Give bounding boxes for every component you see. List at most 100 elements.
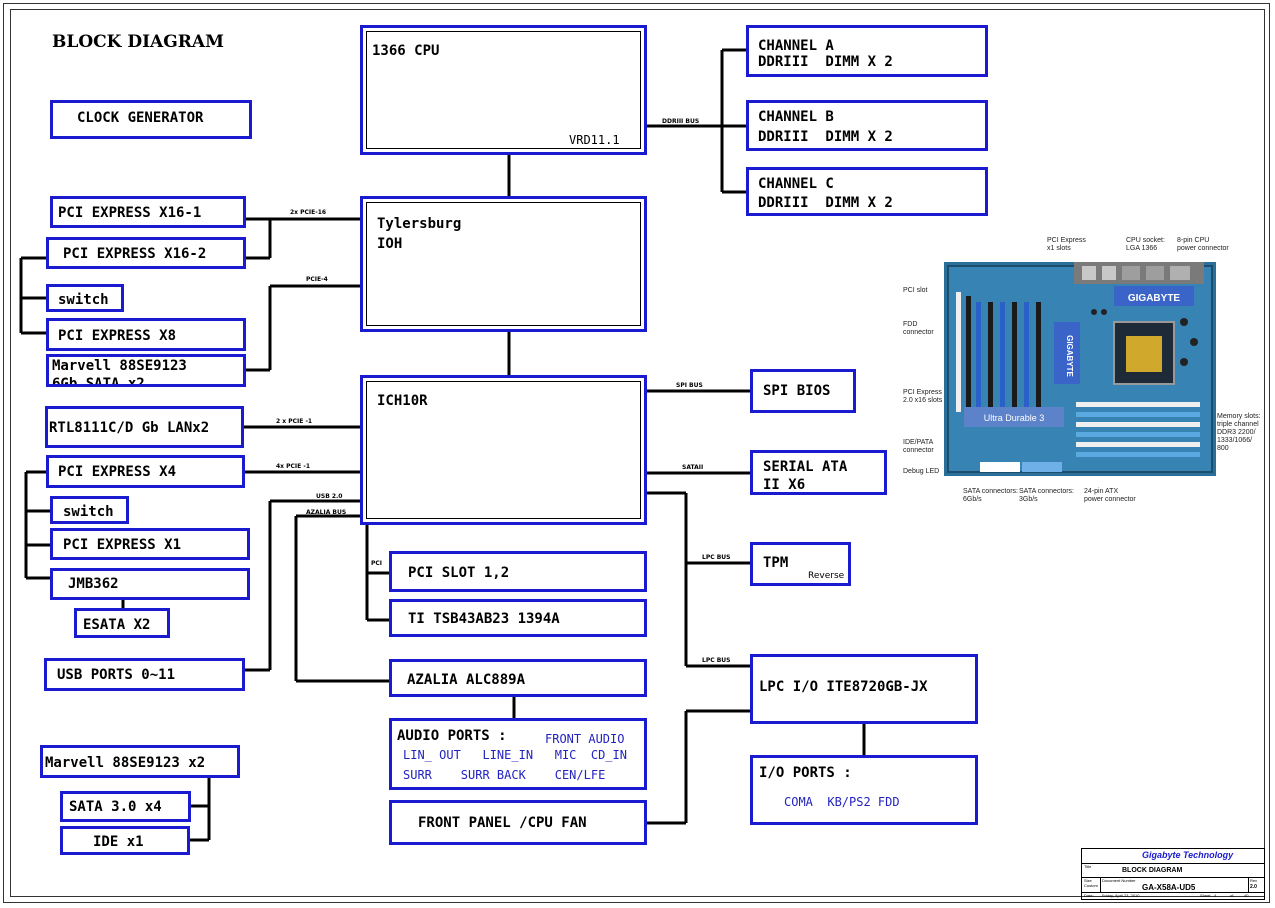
date-label: Date:	[1084, 893, 1094, 898]
bus-label-lpc-tpm: LPC BUS	[702, 554, 731, 561]
callout-memory: Memory slots: triple channel DDR3 2200/ …	[1217, 413, 1261, 452]
rtl-lan-label: RTL8111C/D Gb LANx2	[49, 420, 210, 436]
date-value: Friday, April 23, 2010	[1102, 893, 1140, 898]
marvell-sata-block: Marvell 88SE9123 6Gb SATA x2	[46, 354, 246, 387]
rev-value: 2.0	[1250, 884, 1257, 890]
lpc-io-label: LPC I/O ITE8720GB-JX	[759, 679, 928, 695]
channel-a-label: CHANNEL A	[758, 38, 834, 54]
ti-1394-block: TI TSB43AB23 1394A	[389, 599, 647, 637]
front-panel-label: FRONT PANEL /CPU FAN	[418, 815, 587, 831]
pci-slot-block: PCI SLOT 1,2	[389, 551, 647, 592]
tpm-block: TPM Reverse	[750, 542, 851, 586]
callout-ide-pata: IDE/PATA connector	[903, 439, 934, 454]
bus-label-lan: 2 x PCIE -1	[276, 418, 313, 425]
pcie-x4-label: PCI EXPRESS X4	[58, 464, 177, 480]
serial-ata-sub: II X6	[763, 477, 806, 493]
channel-a-block: CHANNEL A DDRIII DIMM X 2	[746, 25, 988, 77]
lpc-io-block: LPC I/O ITE8720GB-JX	[750, 654, 978, 724]
pcie-x16-2-label: PCI EXPRESS X16-2	[63, 246, 207, 262]
jmb362-block: JMB362	[50, 568, 250, 600]
pcie-x16-1-block: PCI EXPRESS X16-1	[50, 196, 246, 228]
tpm-reverse-label: Reverse	[808, 571, 845, 581]
switch-2-label: switch	[63, 504, 114, 520]
switch-1-label: switch	[58, 292, 109, 308]
sata30-block: SATA 3.0 x4	[60, 791, 191, 822]
callout-debug-led: Debug LED	[903, 468, 940, 475]
io-ports-block: I/O PORTS : COMA KB/PS2 FDD	[750, 755, 978, 825]
bus-label-usb: USB 2.0	[316, 493, 343, 500]
clock-generator-label: CLOCK GENERATOR	[77, 110, 204, 126]
serial-ata-block: SERIAL ATA II X6	[750, 450, 887, 495]
clock-generator-block: CLOCK GENERATOR	[50, 100, 252, 139]
marvell-x2-block: Marvell 88SE9123 x2	[40, 745, 240, 778]
usb-ports-block: USB PORTS 0~11	[44, 658, 245, 691]
ich10r-label: ICH10R	[377, 393, 428, 409]
pcie-x16-2-block: PCI EXPRESS X16-2	[46, 237, 246, 269]
usb-ports-label: USB PORTS 0~11	[57, 667, 176, 683]
bus-label-pcie4: PCIE-4	[306, 276, 328, 283]
pcie-x4-block: PCI EXPRESS X4	[46, 455, 245, 488]
bus-label-pci: PCI	[371, 560, 383, 567]
sheet-value: 4	[1214, 893, 1217, 898]
callout-cpu-power: 8-pin CPU power connector	[1177, 237, 1229, 252]
docnum-label: Document Number	[1102, 878, 1136, 883]
vrd-label: VRD11.1	[569, 133, 620, 147]
audio-front-label: FRONT AUDIO	[545, 732, 625, 746]
channel-b-dimm: DDRIII DIMM X 2	[758, 129, 893, 145]
callout-pcie-x1: PCI Express x1 slots	[1047, 237, 1086, 252]
esata-label: ESATA X2	[83, 617, 151, 633]
audio-row2-label: LIN_ OUT LINE_IN MIC CD_IN	[403, 748, 627, 762]
audio-ports-title: AUDIO PORTS :	[397, 728, 507, 744]
audio-ports-block: AUDIO PORTS : FRONT AUDIO LIN_ OUT LINE_…	[389, 718, 647, 790]
ioh-block: Tylersburg IOH	[360, 196, 647, 332]
azalia-label: AZALIA ALC889A	[407, 672, 526, 688]
marvell-sata-sub: 6Gb SATA x2	[52, 376, 145, 387]
company-name: Gigabyte Technology	[1142, 850, 1234, 860]
io-ports-items: COMA KB/PS2 FDD	[784, 795, 900, 809]
channel-c-label: CHANNEL C	[758, 176, 834, 192]
cpu-block: 1366 CPU VRD11.1	[360, 25, 647, 155]
serial-ata-label: SERIAL ATA	[763, 459, 848, 475]
bus-label-lpc-io: LPC BUS	[702, 657, 731, 664]
ioh-label: Tylersburg	[377, 216, 462, 232]
callout-sata3: SATA connectors: 3Gb/s	[1019, 488, 1074, 503]
sata30-label: SATA 3.0 x4	[69, 799, 162, 815]
bus-label-azalia: AZALIA BUS	[306, 509, 347, 516]
bus-label-sataii: SATAII	[682, 464, 704, 471]
callout-pcie-x16: PCI Express 2.0 x16 slots	[903, 389, 943, 404]
brand-label-2: GIGABYTE	[1065, 335, 1074, 377]
pcie-x8-block: PCI EXPRESS X8	[46, 318, 246, 351]
channel-c-block: CHANNEL C DDRIII DIMM X 2	[746, 167, 988, 216]
pci-slot-label: PCI SLOT 1,2	[408, 565, 510, 581]
switch-1-block: switch	[46, 284, 124, 312]
ide-label: IDE x1	[93, 834, 144, 850]
title-field-value: BLOCK DIAGRAM	[1122, 867, 1183, 874]
bus-label-x4: 4x PCIE -1	[276, 463, 311, 470]
pcie-x16-1-label: PCI EXPRESS X16-1	[58, 205, 202, 221]
cpu-label: 1366 CPU	[372, 43, 440, 59]
sheet-label: Sheet	[1200, 893, 1211, 898]
azalia-block: AZALIA ALC889A	[389, 659, 647, 697]
bus-label-spi: SPI BUS	[676, 382, 703, 389]
ti-1394-label: TI TSB43AB23 1394A	[408, 611, 560, 627]
io-ports-title: I/O PORTS :	[759, 765, 852, 781]
of-value: 40	[1244, 893, 1249, 898]
size-label: Size Custom	[1084, 878, 1098, 888]
marvell-sata-label: Marvell 88SE9123	[52, 358, 187, 374]
esata-block: ESATA X2	[74, 608, 170, 638]
motherboard-photo: GIGABYTE GIGABYTE Ultra Durable 3	[944, 262, 1216, 476]
bus-label-ddriii: DDRIII BUS	[662, 118, 700, 125]
callout-sata6: SATA connectors: 6Gb/s	[963, 488, 1018, 503]
rev-label: Rev	[1250, 878, 1258, 883]
callout-pci-slot: PCI slot	[903, 287, 928, 294]
callout-fdd: FDD connector	[903, 321, 934, 336]
ich10r-block: ICH10R	[360, 375, 647, 525]
title-block: Gigabyte Technology Title BLOCK DIAGRAM …	[1081, 848, 1265, 900]
of-label: of	[1230, 893, 1234, 898]
ioh-sub: IOH	[377, 236, 403, 252]
jmb362-label: JMB362	[68, 576, 119, 592]
callout-cpu-socket: CPU socket: LGA 1366	[1126, 237, 1165, 252]
brand-label-1: GIGABYTE	[1128, 293, 1181, 304]
channel-c-dimm: DDRIII DIMM X 2	[758, 195, 893, 211]
